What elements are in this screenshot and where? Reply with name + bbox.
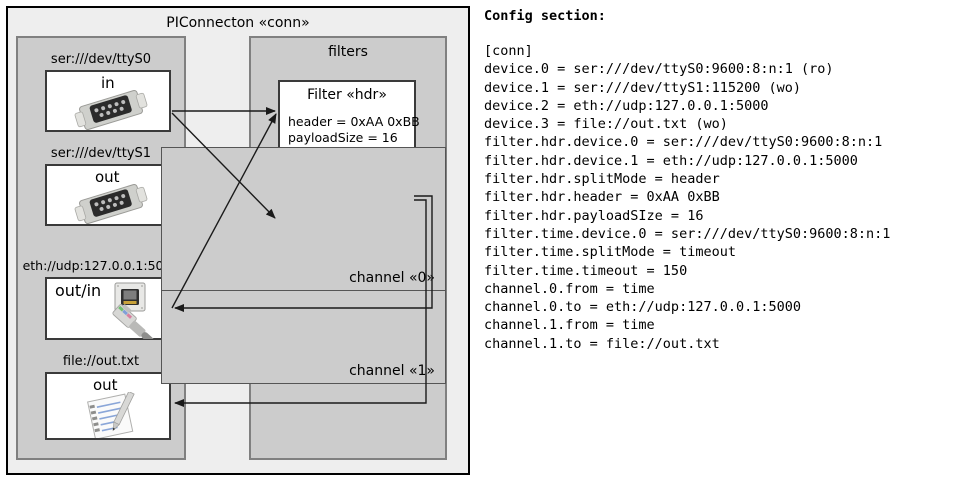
- config-line: channel.0.from = time: [484, 280, 655, 297]
- config-line: filter.hdr.payloadSIze = 16: [484, 207, 704, 224]
- config-line: device.2 = eth://udp:127.0.0.1:5000: [484, 97, 769, 114]
- channel-0-label: channel «0»: [349, 270, 435, 286]
- serial-port-icon: [74, 89, 148, 131]
- device-box-ttyS0[interactable]: in: [45, 70, 171, 132]
- config-line: [conn]: [484, 43, 533, 59]
- devices-panel: ser:///dev/ttyS0 in: [16, 36, 186, 460]
- device-label-eth: eth://udp:127.0.0.1:5000: [22, 258, 180, 273]
- config-section: Config section: [conn] device.0 = ser:///…: [482, 0, 964, 484]
- config-line: device.0 = ser:///dev/ttyS0:9600:8:n:1 (…: [484, 61, 834, 78]
- config-line: channel.0.to = eth://udp:127.0.0.1:5000: [484, 299, 801, 316]
- config-line: device.3 = file://out.txt (wo): [484, 116, 728, 133]
- config-line: filter.time.timeout = 150: [484, 262, 688, 279]
- device-direction-in: in: [101, 74, 115, 92]
- text-file-icon: [87, 392, 135, 438]
- config-heading: Config section:: [484, 8, 606, 24]
- device-direction-out: out: [95, 168, 120, 186]
- ethernet-port-icon: [112, 282, 155, 339]
- config-line: filter.hdr.header = 0xAA 0xBB: [484, 189, 720, 206]
- config-line: filter.time.device.0 = ser:///dev/ttyS0:…: [484, 225, 891, 242]
- filter-hdr-prop-header: header = 0xAA 0xBB: [288, 114, 420, 129]
- channel-1-label: channel «1»: [349, 363, 435, 379]
- filter-hdr-prop-payload: payloadSize = 16: [288, 130, 398, 145]
- filter-hdr-title: Filter «hdr»: [307, 87, 387, 103]
- filter-box-hdr[interactable]: Filter «hdr» header = 0xAA 0xBB payloadS…: [278, 80, 420, 156]
- channel-box-0[interactable]: channel «0»: [161, 147, 446, 291]
- device-direction-out-file: out: [93, 376, 118, 394]
- config-line: channel.1.from = time: [484, 317, 655, 334]
- config-line: filter.hdr.device.0 = ser:///dev/ttyS0:9…: [484, 134, 883, 151]
- device-label-ttyS1: ser:///dev/ttyS1: [50, 146, 152, 161]
- device-direction-outin: out/in: [55, 281, 102, 300]
- architecture-diagram: PIConnecton «conn» ser:///dev/ttyS0 in: [0, 0, 478, 484]
- device-box-ttyS1[interactable]: out: [45, 164, 171, 226]
- serial-port-icon: [74, 183, 148, 225]
- filters-panel-title: filters: [328, 44, 368, 60]
- config-line: channel.1.to = file://out.txt: [484, 335, 720, 352]
- config-line: device.1 = ser:///dev/ttyS1:115200 (wo): [484, 79, 801, 96]
- channel-box-1[interactable]: channel «1»: [161, 290, 446, 384]
- diagram-title: PIConnecton «conn»: [166, 15, 310, 31]
- device-label-file: file://out.txt: [62, 354, 140, 369]
- config-line: filter.hdr.device.1 = eth://udp:127.0.0.…: [484, 152, 858, 169]
- device-label-ttyS0: ser:///dev/ttyS0: [50, 52, 152, 67]
- device-box-file[interactable]: out: [45, 372, 171, 440]
- device-box-eth[interactable]: out/in: [45, 277, 171, 340]
- config-line: filter.hdr.splitMode = header: [484, 171, 720, 188]
- config-lines-list: [conn] device.0 = ser:///dev/ttyS0:9600:8…: [484, 42, 890, 353]
- config-line: filter.time.splitMode = timeout: [484, 244, 736, 261]
- filters-panel: filters Filter «hdr» header = 0xAA 0xBB …: [161, 36, 447, 460]
